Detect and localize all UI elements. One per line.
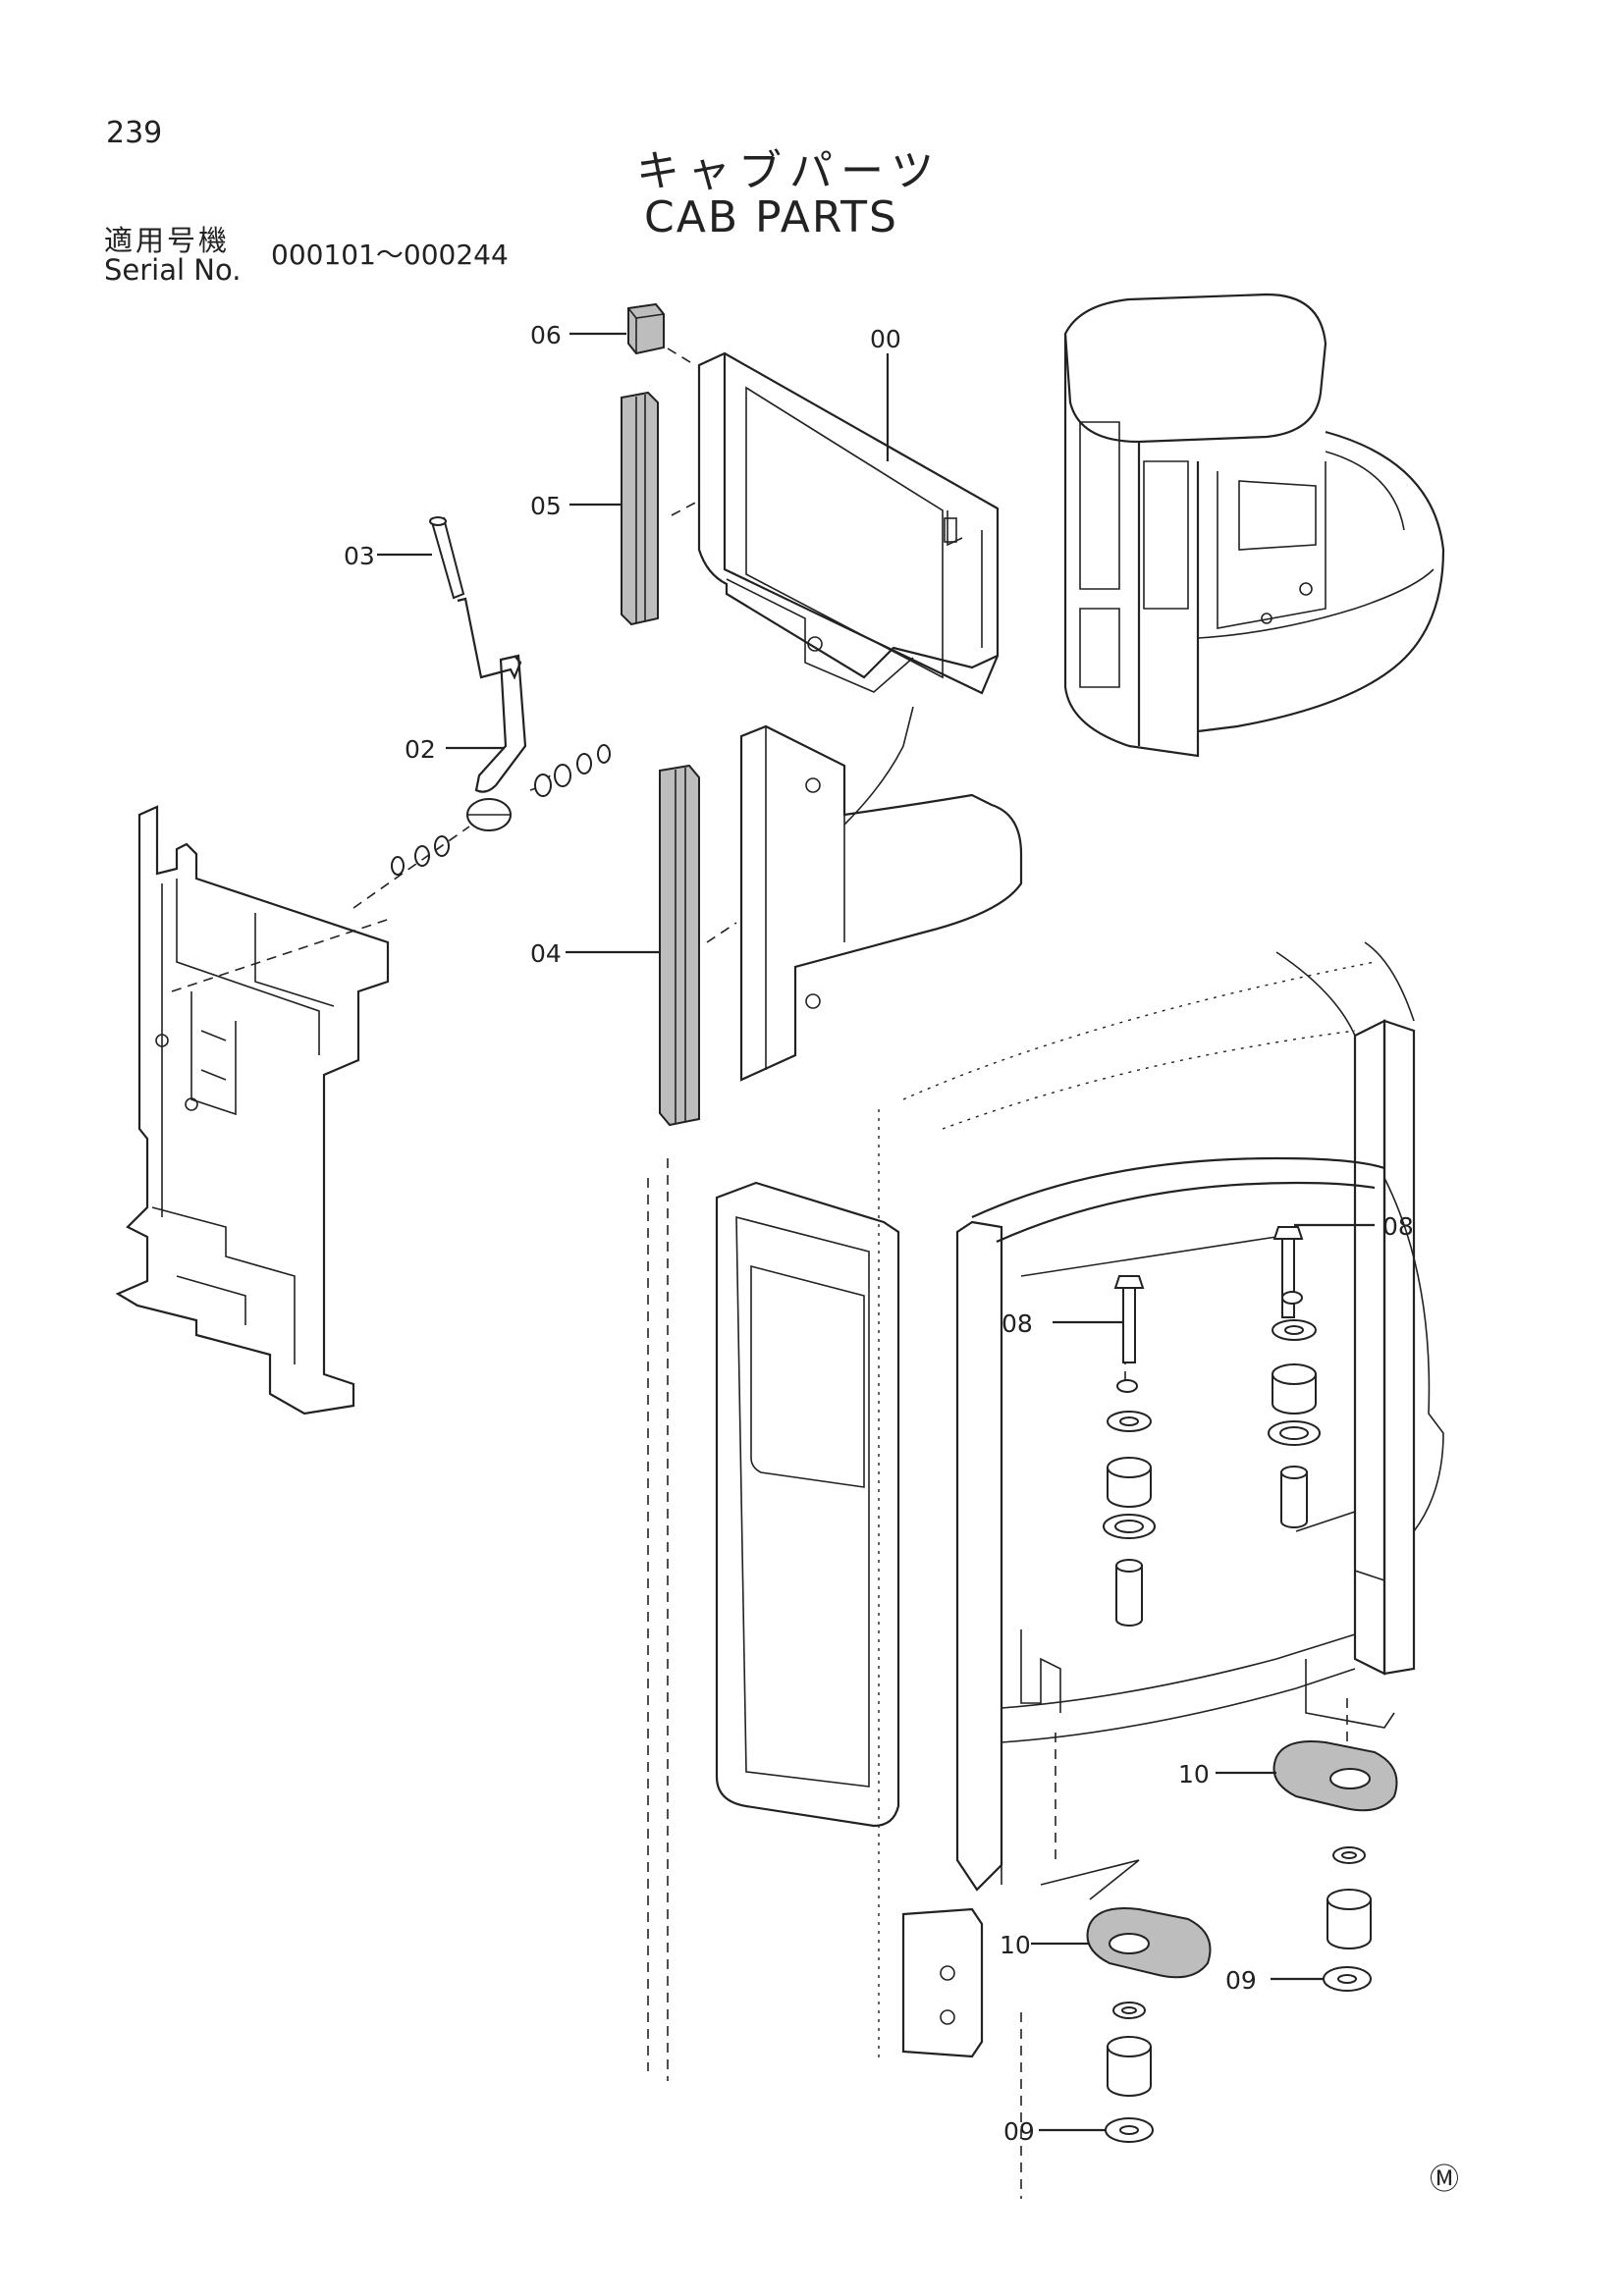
part-04-seal-strip bbox=[621, 391, 659, 626]
callout-00: 00 bbox=[870, 325, 901, 353]
part-00-cover-panel bbox=[697, 351, 1000, 695]
part-09-washer-left bbox=[1105, 2117, 1154, 2143]
part-10-plate-right bbox=[1272, 1740, 1398, 1812]
lower-stack-left bbox=[1107, 2002, 1152, 2097]
serial-range: 000101～000244 bbox=[271, 239, 509, 271]
part-09-washer-right bbox=[1323, 1966, 1372, 1992]
callout-03: 03 bbox=[344, 542, 375, 570]
callout-labels: 06 00 05 03 02 04 08 08 10 10 09 09 bbox=[344, 321, 1414, 2146]
page-number: 239 bbox=[106, 116, 163, 150]
part-05-seal-strip bbox=[659, 764, 700, 1127]
callout-10-right: 10 bbox=[1178, 1760, 1210, 1789]
callout-04: 05 bbox=[530, 492, 562, 520]
callout-05: 04 bbox=[530, 939, 562, 968]
cab-frame-structure bbox=[647, 941, 1444, 2199]
mount-stack-right bbox=[1268, 1226, 1321, 1528]
callout-02: 02 bbox=[405, 735, 436, 764]
manual-mark-symbol: Ⓜ bbox=[1430, 2163, 1459, 2197]
callout-09-right: 09 bbox=[1225, 1966, 1257, 1995]
callout-10-left: 10 bbox=[1000, 1931, 1031, 1959]
part-02-lever bbox=[457, 597, 551, 831]
callout-06: 06 bbox=[530, 321, 562, 349]
serial-label-english: Serial No. bbox=[104, 253, 242, 287]
callout-08-right: 08 bbox=[1382, 1212, 1414, 1241]
callout-08-left: 08 bbox=[1001, 1309, 1033, 1338]
serial-label-japanese: 適用号機 bbox=[104, 224, 231, 257]
title-japanese: キャブパーツ bbox=[636, 146, 943, 196]
part-10-plate-left bbox=[1086, 1907, 1212, 1979]
title-english: CAB PARTS bbox=[644, 192, 898, 242]
cab-overview-illustration bbox=[1063, 293, 1445, 758]
lever-rings bbox=[352, 744, 611, 909]
lower-stack-right bbox=[1326, 1846, 1372, 1949]
part-03-handle bbox=[429, 516, 465, 600]
callout-09-left: 09 bbox=[1003, 2117, 1035, 2146]
left-bracket-assembly bbox=[115, 805, 394, 1415]
mount-stack-left bbox=[1103, 1275, 1156, 1627]
part-06-cap bbox=[627, 302, 665, 355]
door-frame-section bbox=[739, 706, 1023, 1082]
leader-lines bbox=[377, 332, 1375, 2132]
